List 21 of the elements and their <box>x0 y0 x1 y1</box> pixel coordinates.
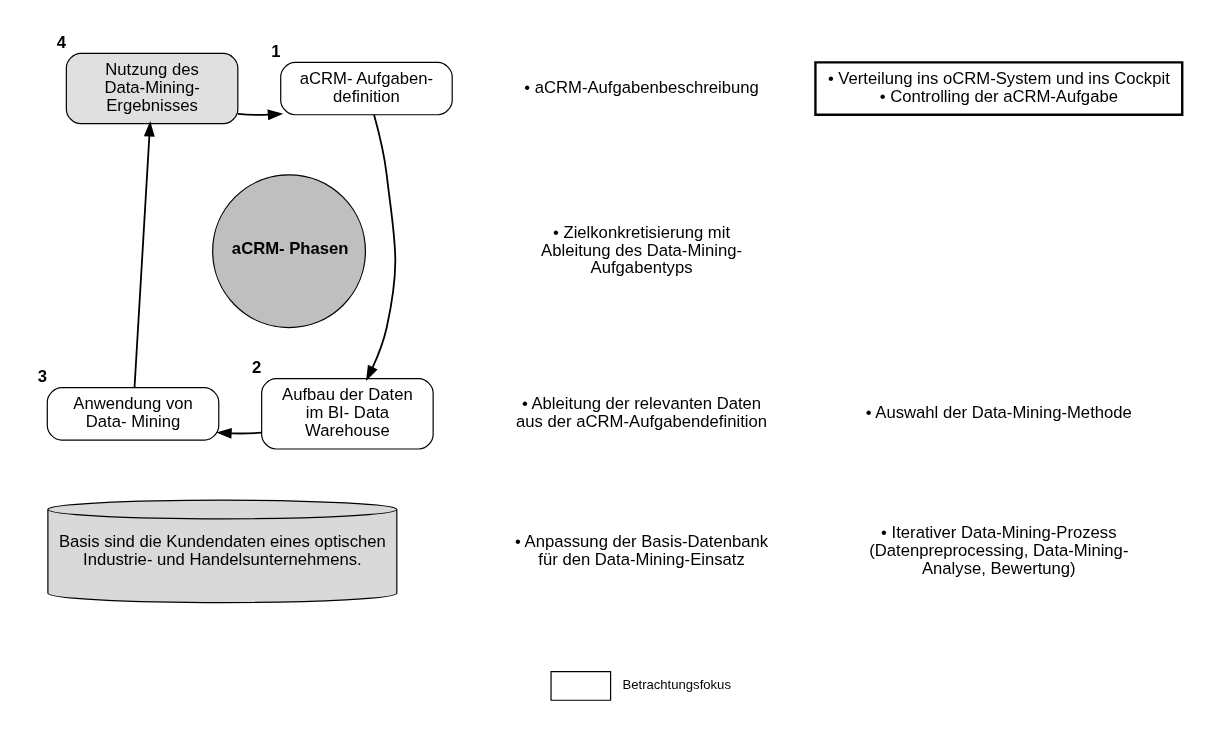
node-box: Aufbau der Daten im BI- Data Warehouse <box>261 378 434 450</box>
label: • Iterativer Data-Mining-Prozess (Datenpreprocessing, Data-Mining-Analyse, Bewertung) <box>869 522 1129 578</box>
arrow <box>216 427 263 439</box>
node-box: • Verteilung ins oCRM-System und ins Cockpit • Controlling der aCRM-Aufgabe <box>814 61 1184 116</box>
legend-label: Betrachtungsfokus <box>622 677 731 693</box>
node-label: 2 <box>252 357 262 377</box>
node-label: 3 <box>37 366 48 386</box>
label: • Ableitung der relevanten Daten aus der aCRM-Aufgabendefinition <box>516 394 768 432</box>
node-circle: aCRM- Phasen <box>212 174 367 329</box>
label: • Zielkonkretisierung mit Ableitung des Data-Mining-Aufgabentyps <box>541 222 743 278</box>
arrow <box>237 109 284 121</box>
label: • aCRM-Aufgabenbeschreibung <box>524 77 759 97</box>
arrow <box>366 113 397 382</box>
label: • Auswahl der Data-Mining-Methode <box>865 403 1132 423</box>
node-box: Anwendung von Data- Mining <box>46 387 220 441</box>
node-box: Nutzung des Data-Mining- Ergebnisses <box>65 52 239 125</box>
node-label: 4 <box>56 32 67 52</box>
node-label: 1 <box>271 41 281 61</box>
label: • Anpassung der Basis-Datenbank für den Data-Mining-Einsatz <box>515 531 769 569</box>
arrow <box>133 120 155 389</box>
node-box: aCRM- Aufgaben- definition <box>280 61 453 116</box>
